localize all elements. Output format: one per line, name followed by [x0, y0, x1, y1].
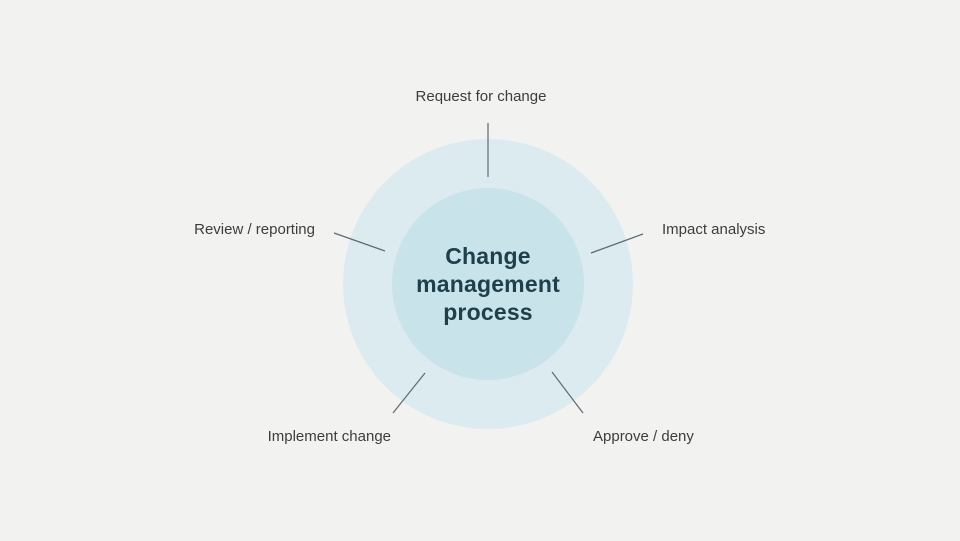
inner-core-circle: Change management process	[392, 188, 584, 380]
label-implement-change: Implement change	[267, 428, 391, 445]
center-title-line-3: process	[443, 299, 533, 325]
label-request-for-change: Request for change	[415, 88, 547, 105]
diagram-center-title: Change management process	[416, 242, 560, 326]
center-title-line-2: management	[416, 271, 560, 297]
label-review-reporting: Review / reporting	[194, 221, 315, 238]
center-title-line-1: Change	[445, 243, 531, 269]
label-approve-deny: Approve / deny	[593, 428, 694, 445]
label-impact-analysis: Impact analysis	[662, 221, 766, 238]
